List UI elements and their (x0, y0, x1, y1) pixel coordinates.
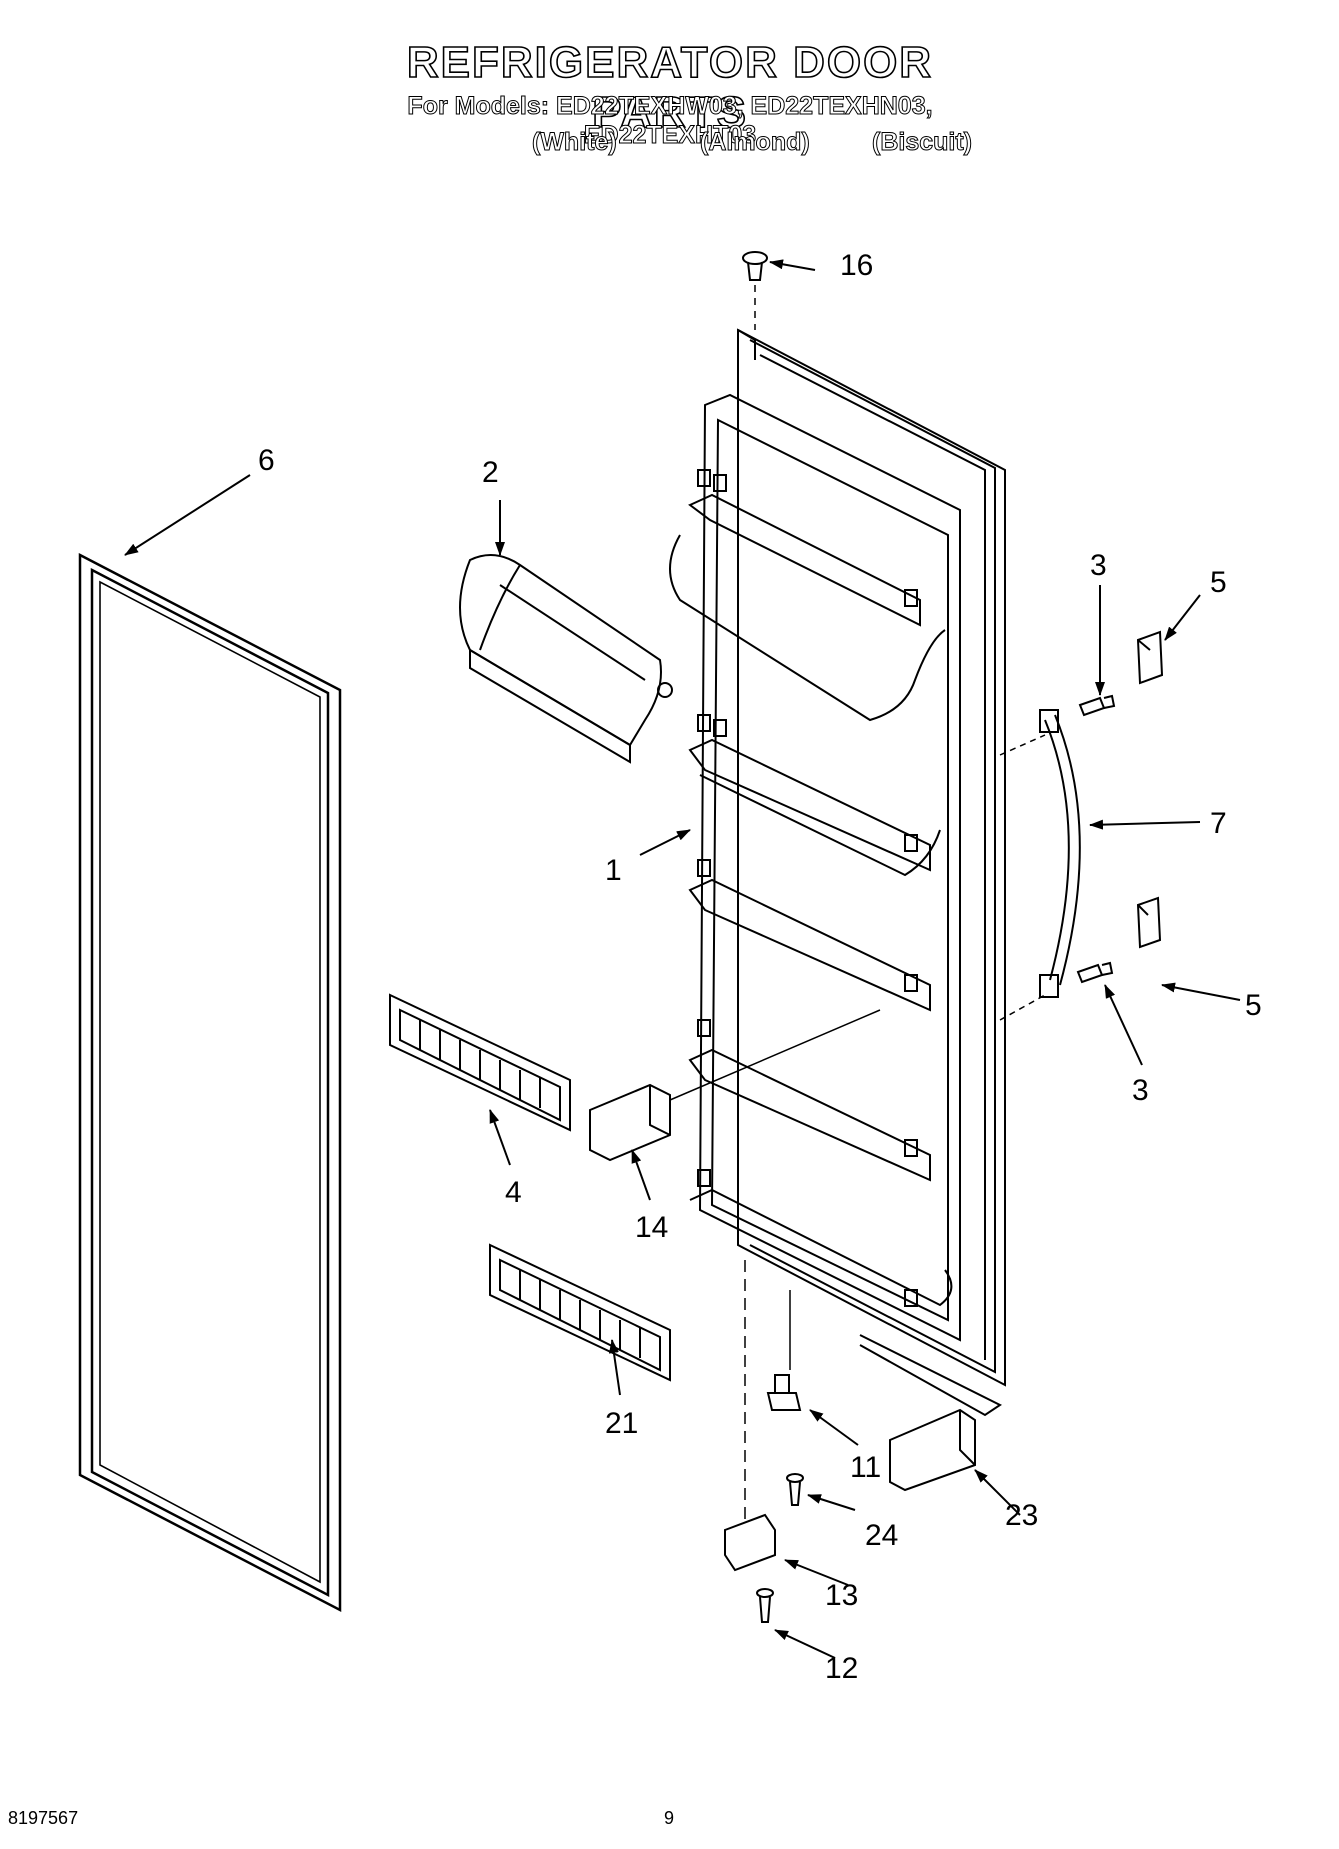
callout-4: 4 (505, 1176, 522, 1209)
handle-screw-bottom (1076, 961, 1114, 984)
color-biscuit-label: (Biscuit) (872, 128, 973, 157)
bottom-hinge (724, 1513, 776, 1572)
callout-5-top: 5 (1210, 566, 1227, 599)
door-handle (1039, 709, 1081, 998)
callout-7: 7 (1210, 807, 1227, 840)
handle-leader-bottom (999, 994, 1046, 1021)
handle-cap-bottom (1136, 896, 1162, 949)
models-line: For Models: ED22TEXHW03, ED22TEXHN03, ED… (407, 92, 933, 150)
document-number: 8197567 (8, 1808, 79, 1828)
handle-screw-top (1078, 694, 1116, 717)
door-liner (669, 328, 1006, 1417)
rack-lower (489, 1243, 671, 1382)
callout-3-bottom: 3 (1132, 1074, 1149, 1107)
callout-1: 1 (605, 854, 622, 887)
rack-upper (389, 993, 571, 1132)
dairy-door (459, 554, 673, 764)
top-plug (742, 251, 768, 281)
color-white-label: (White) (532, 128, 618, 157)
callout-12: 12 (825, 1652, 858, 1685)
callout-2: 2 (482, 456, 499, 489)
shelf-end-leader (669, 1009, 881, 1101)
handle-leader-top (999, 734, 1046, 756)
callout-23: 23 (1005, 1499, 1038, 1532)
hinge-pin (766, 1374, 802, 1411)
callout-13: 13 (825, 1579, 858, 1612)
shelf-end-cap (589, 1083, 671, 1162)
page-title: REFRIGERATOR DOOR PARTS (406, 37, 934, 138)
door-gasket (78, 552, 342, 1613)
page-number: 9 (664, 1808, 675, 1828)
trim-cap (889, 1408, 976, 1492)
callout-24: 24 (865, 1519, 898, 1552)
callout-6: 6 (258, 444, 275, 477)
callout-3-top: 3 (1090, 549, 1107, 582)
screw-24 (786, 1473, 804, 1506)
color-almond-label: (Almond) (700, 128, 811, 157)
handle-cap-top (1136, 630, 1164, 685)
callout-arrows (124, 259, 1241, 1659)
callout-16: 16 (840, 249, 873, 282)
screw-12 (756, 1588, 774, 1623)
callout-5-bottom: 5 (1245, 989, 1262, 1022)
callout-11: 11 (850, 1451, 881, 1484)
page-header: REFRIGERATOR DOOR PARTS For Models: ED22… (0, 0, 1339, 180)
callout-21: 21 (605, 1407, 638, 1440)
callout-14: 14 (635, 1211, 668, 1244)
